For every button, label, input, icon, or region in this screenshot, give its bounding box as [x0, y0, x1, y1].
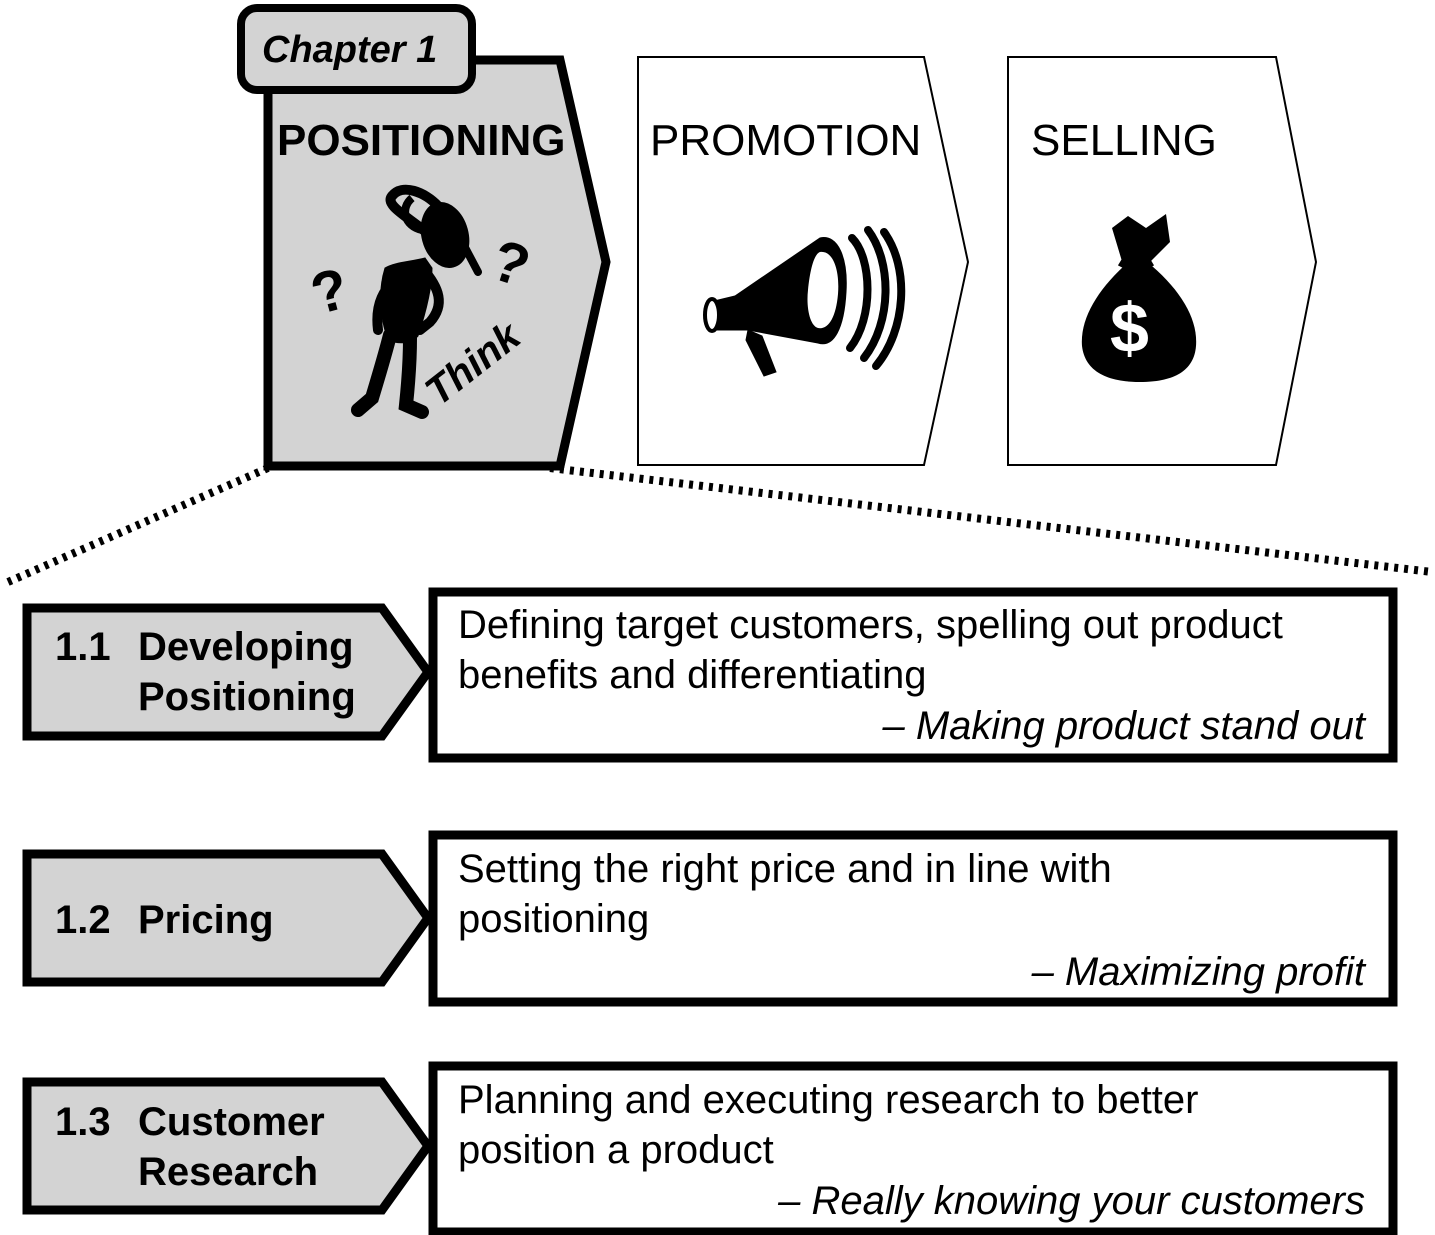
section-title-line: Pricing — [138, 898, 274, 942]
section-tagline: – Really knowing your customers — [778, 1179, 1365, 1223]
section-title-line: Developing — [138, 625, 354, 669]
section-description-box — [428, 1061, 1398, 1235]
section-description-box — [428, 587, 1398, 763]
section-chevron — [22, 1077, 434, 1215]
section-number: 1.2 — [55, 898, 111, 942]
section-description-line: Setting the right price and in line with — [458, 847, 1112, 891]
stage-label-promotion: PROMOTION — [650, 116, 922, 165]
section-description-line: positioning — [458, 897, 650, 941]
section-description-line: position a product — [458, 1128, 774, 1172]
dollar-sign: $ — [1110, 289, 1149, 367]
money-bag-icon — [1081, 214, 1197, 382]
section-title-line: Positioning — [138, 675, 356, 719]
zoom-line-left — [6, 464, 270, 586]
section-chevron — [22, 603, 434, 741]
section-description-line: Defining target customers, spelling out … — [458, 603, 1283, 647]
chapter-tag: Chapter 1 — [262, 29, 438, 71]
zoom-line-right — [549, 464, 1433, 576]
stage-label-selling: SELLING — [1031, 116, 1217, 165]
section-number: 1.3 — [55, 1100, 111, 1144]
section-description-line: Planning and executing research to bette… — [458, 1078, 1199, 1122]
section-title-line: Customer — [138, 1100, 325, 1144]
section-title-line: Research — [138, 1150, 319, 1194]
chapter-tag-box — [237, 4, 476, 94]
section-description-line: benefits and differentiating — [458, 653, 927, 697]
megaphone-icon — [703, 226, 906, 377]
stage-selling-shape — [1007, 56, 1318, 466]
section-number: 1.1 — [55, 625, 111, 669]
section-tagline: – Making product stand out — [882, 704, 1365, 748]
stage-label-positioning: POSITIONING — [277, 116, 566, 165]
section-chevron — [22, 849, 434, 987]
section-description-box — [428, 830, 1398, 1007]
section-tagline: – Maximizing profit — [1031, 950, 1365, 994]
thinking-figure-icon — [351, 184, 482, 419]
